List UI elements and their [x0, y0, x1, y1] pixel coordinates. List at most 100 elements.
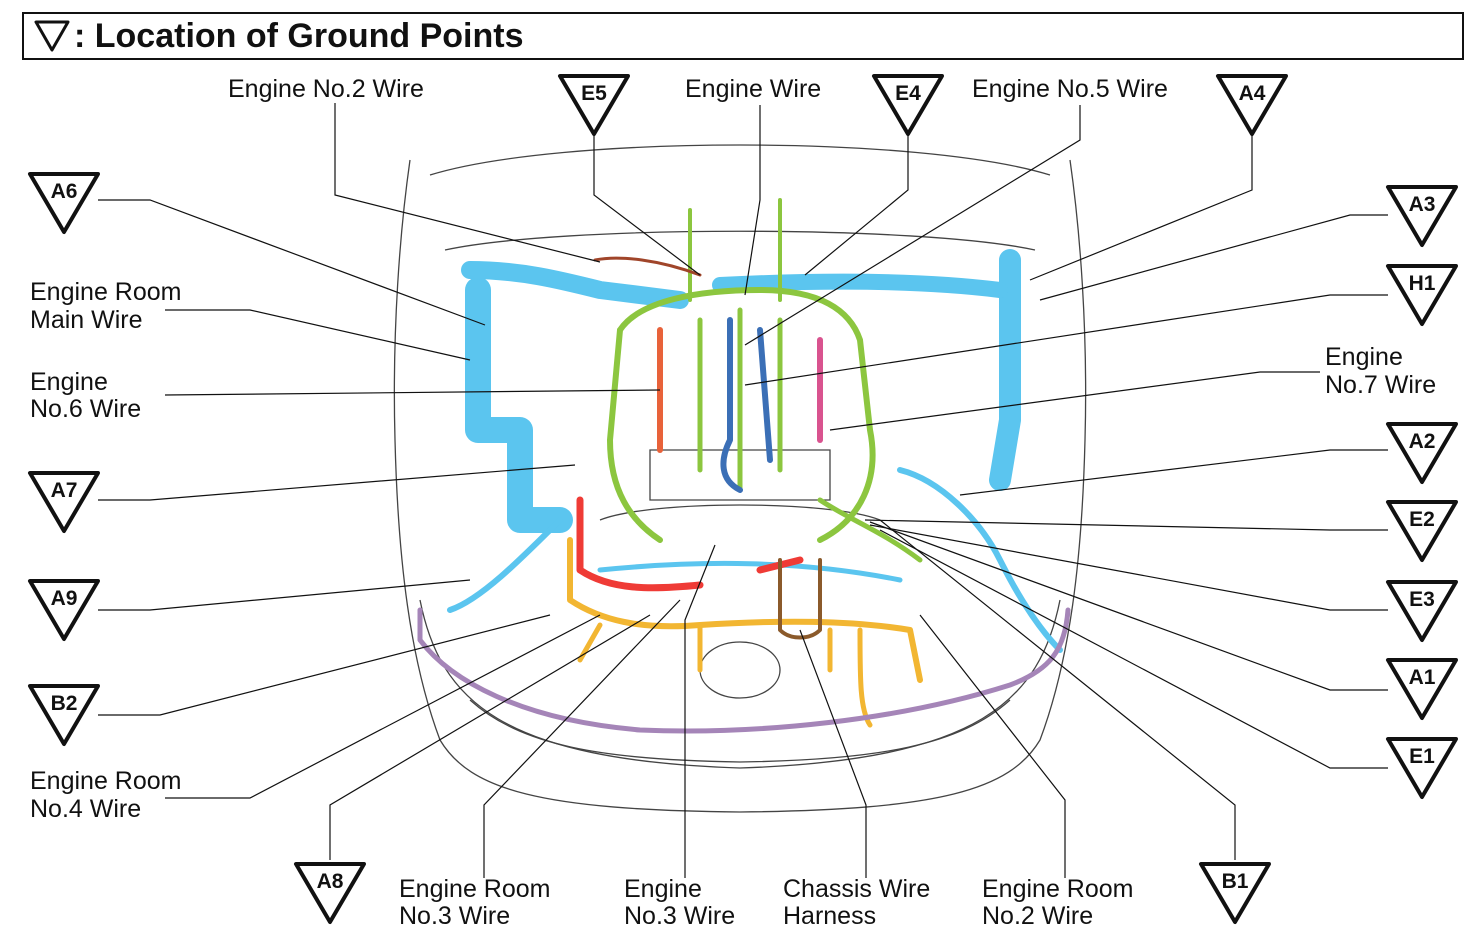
ground-triangle-icon [1386, 658, 1458, 720]
ground-point-label: A3 [1409, 193, 1436, 216]
ground-point-e4: E4 [872, 74, 944, 136]
label-engine-no6-wire-line1: Engine [30, 368, 108, 396]
ground-triangle-icon [1386, 737, 1458, 799]
leader-engine-wire-top [744, 105, 761, 296]
leader-lines [98, 103, 1388, 878]
leader-engine-room-no3-wire [483, 599, 681, 878]
leader-a4 [1029, 135, 1253, 281]
label-engine-no7-wire-line1: Engine [1325, 343, 1403, 371]
harness-main-left-loop [447, 517, 563, 613]
leader-e4 [804, 135, 909, 276]
leader-h1 [744, 294, 1388, 386]
ground-point-label: E2 [1409, 508, 1435, 531]
harness-main-lower [597, 560, 903, 583]
ground-point-a3: A3 [1386, 185, 1458, 247]
label-engine-room-no4-wire-line1: Engine Room [30, 767, 181, 795]
engine-room-no3-wire-branch [577, 622, 873, 728]
ground-point-e5: E5 [558, 74, 630, 136]
label-engine-room-no3-wire-line1: Engine Room [399, 875, 550, 903]
leader-a2 [959, 449, 1388, 496]
harness-engine-outer-loop [617, 287, 876, 543]
ground-triangle-icon [1386, 264, 1458, 326]
leader-e3 [869, 524, 1388, 611]
vehicle-outline [393, 144, 1087, 813]
ground-point-label: B2 [51, 692, 78, 715]
label-engine-room-no4-wire-line2: No.4 Wire [30, 795, 141, 823]
ground-point-a6: A6 [28, 172, 100, 234]
label-chassis-wire-harness-line2: Harness [783, 902, 876, 930]
ground-point-a2: A2 [1386, 422, 1458, 484]
label-engine-wire-top: Engine Wire [685, 75, 821, 103]
leader-engine-room-no4-wire [165, 614, 601, 799]
leader-a7 [98, 464, 576, 501]
ground-point-label: E1 [1409, 745, 1435, 768]
label-engine-no3-wire-line2: No.3 Wire [624, 902, 735, 930]
engine-no5-wire-harness [720, 317, 773, 493]
engine-room-main-wire-harness [447, 249, 1063, 653]
leader-engine-no2-wire-top [334, 103, 601, 263]
wire-harnesses [417, 198, 1071, 734]
ground-point-label: A9 [51, 587, 78, 610]
label-engine-no6-wire-line2: No.6 Wire [30, 395, 141, 423]
harness-main-right-loop [897, 467, 1063, 653]
ground-triangle-icon [1216, 74, 1288, 136]
harness-main-left-trunk [461, 261, 689, 309]
label-engine-no5-wire: Engine No.5 Wire [972, 75, 1168, 103]
ground-point-h1: H1 [1386, 264, 1458, 326]
ground-point-e3: E3 [1386, 580, 1458, 642]
front-bumper-wire [417, 607, 1071, 734]
ground-triangle-icon [28, 684, 100, 746]
leader-engine-no6-wire [164, 389, 661, 396]
ground-point-label: E5 [581, 82, 607, 105]
label-engine-no7-wire-line2: No.7 Wire [1325, 371, 1436, 399]
leader-e5 [593, 135, 701, 276]
ground-point-label: A7 [51, 479, 78, 502]
ground-triangle-icon [1199, 862, 1271, 924]
engine-no3-wire-harness [567, 537, 923, 683]
leader-engine-no5-wire [744, 105, 1081, 346]
leader-engine-room-no2-wire [919, 614, 1066, 878]
label-engine-no2-wire-top: Engine No.2 Wire [228, 75, 424, 103]
leader-e2 [864, 519, 1388, 531]
title-bar: : Location of Ground Points [22, 12, 1464, 60]
label-chassis-wire-harness-line1: Chassis Wire [783, 875, 930, 903]
ground-point-label: A1 [1409, 666, 1436, 689]
label-engine-room-main-wire-line2: Main Wire [30, 306, 143, 334]
ground-point-a9: A9 [28, 579, 100, 641]
ground-point-e2: E2 [1386, 500, 1458, 562]
harness-main-left-block [465, 277, 573, 533]
ground-triangle-icon [1386, 500, 1458, 562]
ground-point-label: H1 [1409, 272, 1436, 295]
ground-point-label: A8 [317, 870, 344, 893]
label-engine-room-no2-wire-line1: Engine Room [982, 875, 1133, 903]
leader-engine-room-main-wire [165, 309, 471, 361]
ground-point-label: E4 [895, 82, 921, 105]
label-engine-room-main-wire-line1: Engine Room [30, 278, 181, 306]
ground-point-e1: E1 [1386, 737, 1458, 799]
harness-engine-top-branches [688, 198, 782, 302]
ground-points: A6 E5 E4 A4 A3 H1 A2 E2 [28, 74, 1458, 924]
engine-no2-wire-top-harness [593, 256, 702, 277]
label-engine-room-no3-wire-line2: No.3 Wire [399, 902, 510, 930]
label-engine-no3-wire-line1: Engine [624, 875, 702, 903]
ground-triangle-icon [1386, 580, 1458, 642]
leader-chassis-wire-harness [799, 629, 867, 878]
ground-triangle-icon [28, 471, 100, 533]
leader-a6 [98, 199, 486, 326]
leader-b1 [879, 519, 1236, 860]
page-title: : Location of Ground Points [74, 16, 524, 55]
harness-main-right-block [989, 249, 1021, 491]
engine-wire-harness [607, 198, 923, 563]
harness-engine-right-branch [817, 497, 923, 563]
ground-point-b2: B2 [28, 684, 100, 746]
ground-triangle-icon [28, 172, 100, 234]
ground-point-b1: B1 [1199, 862, 1271, 924]
leader-a9 [98, 579, 471, 611]
leader-b2 [98, 614, 551, 716]
leader-a8 [329, 614, 651, 860]
ground-point-label: A6 [51, 180, 78, 203]
ground-triangle-icon [558, 74, 630, 136]
ground-point-label: E3 [1409, 588, 1435, 611]
label-engine-room-no2-wire-line2: No.2 Wire [982, 902, 1093, 930]
leader-engine-no7-wire [829, 371, 1320, 431]
